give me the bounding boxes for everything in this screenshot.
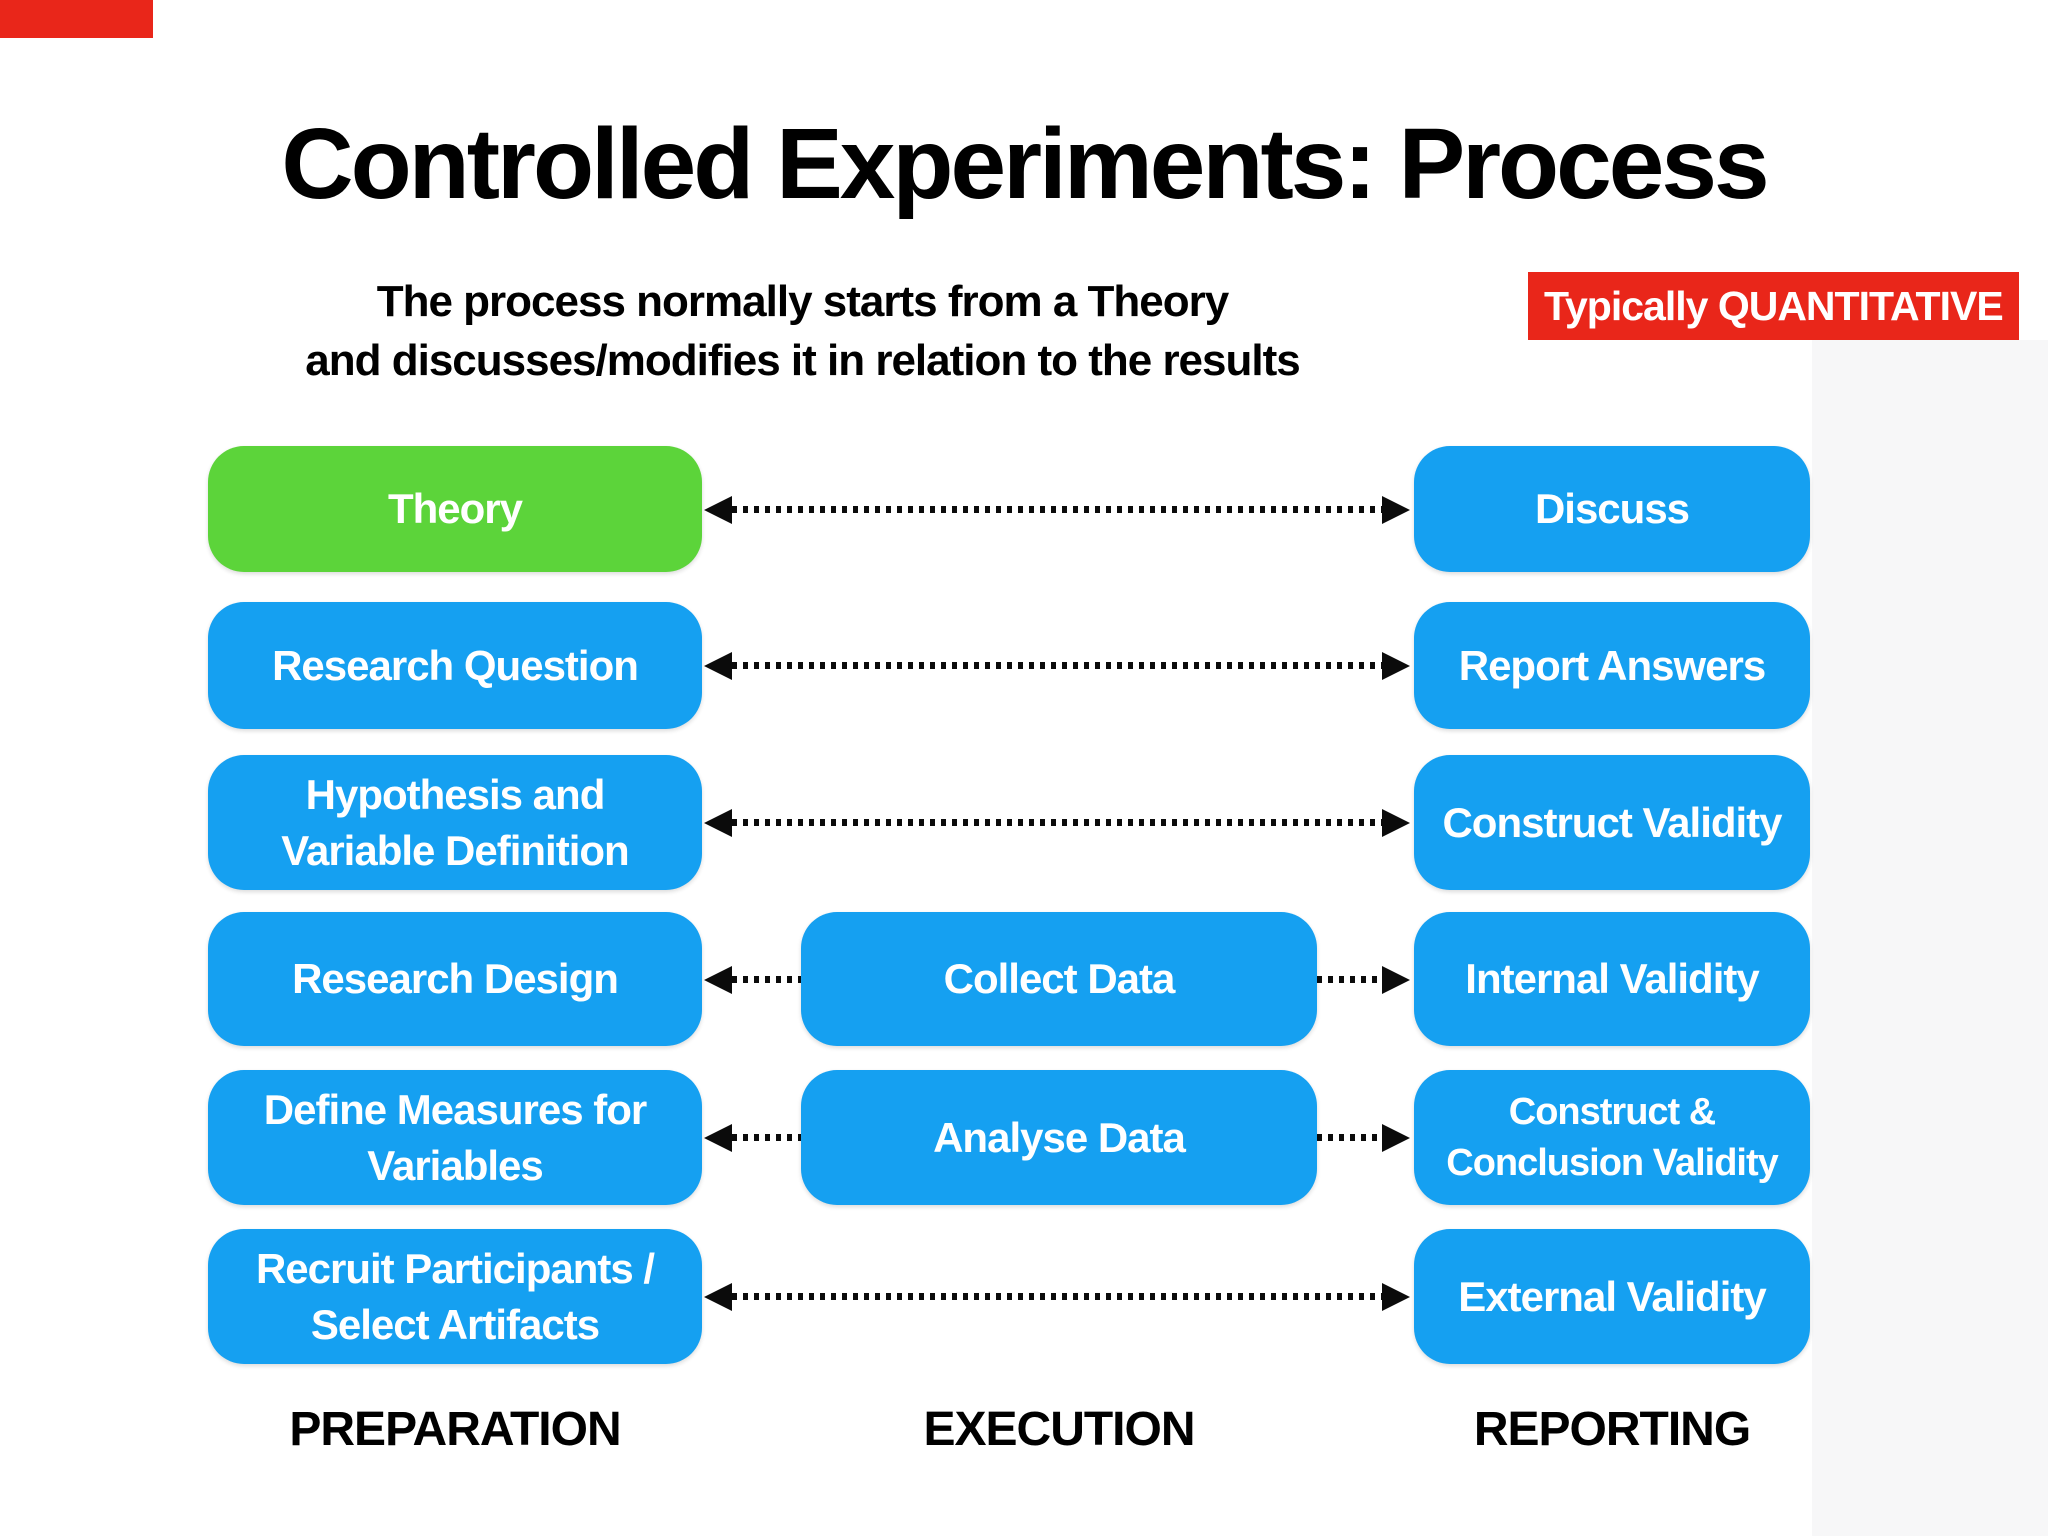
arrowhead-left [704, 965, 732, 994]
arrow-hypothesis-construct [704, 808, 1410, 837]
arrowhead-left [704, 1282, 732, 1311]
box-construct-validity: Construct Validity [1414, 755, 1810, 890]
arrowhead-right [1382, 808, 1410, 837]
subtitle-line-2: and discusses/modifies it in relation to… [305, 336, 1300, 385]
arrowhead-right [1382, 965, 1410, 994]
background-band [1812, 340, 2048, 1536]
column-label-reporting: REPORTING [1473, 1403, 1751, 1456]
arrowhead-right [1382, 495, 1410, 524]
arrow-analyse-to-measures [704, 1123, 801, 1152]
page-title: Controlled Experiments: Process [281, 108, 1769, 220]
box-recruit-participants: Recruit Participants / Select Artifacts [208, 1229, 702, 1364]
arrowhead-right [1382, 1282, 1410, 1311]
box-report-answers: Report Answers [1414, 602, 1810, 729]
box-collect-data: Collect Data [801, 912, 1317, 1046]
box-internal-validity: Internal Validity [1414, 912, 1810, 1046]
arrowhead-left [704, 808, 732, 837]
box-construct-conclusion-validity: Construct & Conclusion Validity [1414, 1070, 1810, 1205]
arrow-theory-discuss [704, 495, 1410, 524]
arrow-question-report [704, 651, 1410, 680]
box-theory: Theory [208, 446, 702, 572]
corner-red-marker [0, 0, 153, 38]
quantitative-badge: Typically QUANTITATIVE [1528, 272, 2019, 340]
box-external-validity: External Validity [1414, 1229, 1810, 1364]
column-label-execution: EXECUTION [923, 1403, 1195, 1456]
box-define-measures: Define Measures for Variables [208, 1070, 702, 1205]
arrowhead-left [704, 651, 732, 680]
arrow-analyse-to-conclusion [1317, 1123, 1410, 1152]
arrow-collect-to-design [704, 965, 801, 994]
subtitle: The process normally starts from a Theor… [220, 272, 1385, 390]
box-research-question: Research Question [208, 602, 702, 729]
box-analyse-data: Analyse Data [801, 1070, 1317, 1205]
column-label-preparation: PREPARATION [289, 1403, 621, 1456]
box-discuss: Discuss [1414, 446, 1810, 572]
arrowhead-right [1382, 1123, 1410, 1152]
arrowhead-left [704, 495, 732, 524]
arrow-collect-to-internal [1317, 965, 1410, 994]
box-hypothesis-variable-definition: Hypothesis and Variable Definition [208, 755, 702, 890]
arrow-recruit-external [704, 1282, 1410, 1311]
arrowhead-left [704, 1123, 732, 1152]
subtitle-line-1: The process normally starts from a Theor… [376, 277, 1230, 326]
box-research-design: Research Design [208, 912, 702, 1046]
arrowhead-right [1382, 651, 1410, 680]
